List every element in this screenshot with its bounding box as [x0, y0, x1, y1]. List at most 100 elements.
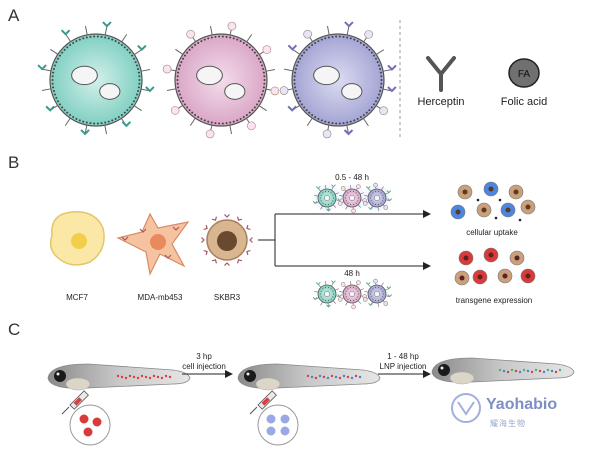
lipid-head	[108, 37, 110, 39]
watermark-sub: 耀海生物	[490, 418, 526, 429]
peg-spike	[42, 89, 51, 91]
peg-spike	[85, 26, 87, 35]
fish-cell-spot	[307, 375, 309, 377]
lipid-head	[79, 39, 81, 41]
peg-spike	[368, 284, 371, 287]
lipid-head	[314, 42, 316, 44]
cell-label-skbr3: SKBR3	[214, 293, 240, 302]
mrna-core	[342, 84, 362, 100]
mrna-core	[72, 66, 98, 84]
lipid-head	[126, 49, 128, 51]
lipid-head	[200, 40, 202, 42]
lipid-head	[129, 106, 131, 108]
peg-spike	[376, 50, 384, 55]
lipid-head	[233, 121, 235, 123]
lipid-head	[346, 200, 347, 201]
herceptin-ligand	[288, 45, 296, 49]
lipid-head	[322, 299, 323, 300]
watermark-brand: Yaohabio	[486, 396, 557, 414]
lipid-head	[371, 291, 372, 292]
panel-label-a: A	[8, 6, 19, 26]
lipid-head	[178, 68, 180, 70]
lipid-head	[320, 294, 321, 295]
dish-red-cell	[93, 418, 102, 427]
lipid-head	[72, 116, 74, 118]
folic-acid-ligand	[171, 106, 179, 114]
lipid-head	[55, 61, 57, 63]
lipid-head	[311, 114, 313, 116]
cell-label-mda-mb453: MDA-mb453	[138, 293, 183, 302]
lipid-head	[131, 103, 133, 105]
peg-spike	[318, 284, 321, 287]
lipid-head	[226, 36, 228, 38]
lipid-head	[138, 72, 140, 74]
lipid-head	[339, 36, 341, 38]
peg-spike	[42, 69, 51, 71]
lipid-head	[325, 191, 326, 192]
lipid-head	[101, 36, 103, 38]
lipid-head	[138, 83, 140, 85]
lipid-head	[263, 75, 265, 77]
fish-cell-spot	[137, 377, 139, 379]
fish-cell-spot	[141, 375, 143, 377]
herceptin-ligand	[387, 287, 391, 289]
peg-spike	[292, 49, 299, 54]
lipid-head	[380, 86, 382, 88]
folic-acid-icon: FA	[509, 59, 539, 87]
folic-acid-ligand	[351, 209, 355, 213]
lipid-head	[331, 36, 333, 38]
lipid-head	[331, 192, 332, 193]
fish-cell-spot	[157, 376, 159, 378]
lipid-head	[360, 116, 362, 118]
lipid-head	[321, 200, 322, 201]
uptake-cell-nucleus	[514, 190, 519, 195]
peg-spike	[385, 289, 389, 291]
herceptin-ligand	[366, 282, 370, 284]
lipid-head	[177, 75, 179, 77]
lipid-head	[358, 198, 359, 199]
lipid-head	[382, 296, 383, 297]
lipid-head	[311, 44, 313, 46]
lipid-head	[118, 42, 120, 44]
lipid-head	[177, 79, 179, 81]
lipid-head	[328, 300, 329, 301]
lipid-head	[136, 93, 138, 95]
lipid-head	[368, 109, 370, 111]
lipid-head	[256, 103, 258, 105]
expression-cell-nucleus	[515, 256, 520, 261]
peg-spike	[321, 302, 323, 305]
folic-acid-ligand	[365, 30, 373, 38]
lipid-head	[377, 97, 379, 99]
lipid-head	[346, 291, 347, 292]
lipid-head	[251, 109, 253, 111]
lipid-head	[264, 79, 266, 81]
fish-cell-spot	[117, 375, 119, 377]
folic-acid-ligand	[374, 183, 378, 187]
lipid-head	[177, 83, 179, 85]
peg-spike	[364, 291, 368, 292]
lipid-head	[222, 122, 224, 124]
lipid-head	[357, 195, 358, 196]
lipid-head	[262, 90, 264, 92]
peg-spike	[307, 118, 312, 125]
peg-spike	[105, 125, 107, 134]
herceptin-ligand	[62, 30, 70, 34]
lipid-head	[180, 61, 182, 63]
lipid-head	[378, 93, 380, 95]
fish-cell-spot	[519, 371, 521, 373]
lipid-head	[243, 42, 245, 44]
herceptin-ligand	[288, 106, 296, 110]
lipid-head	[182, 58, 184, 60]
lipid-head	[377, 61, 379, 63]
lipid-head	[317, 40, 319, 42]
lipid-head	[333, 294, 334, 295]
expression-cell-nucleus	[460, 276, 465, 281]
lipid-head	[328, 122, 330, 124]
peg-spike	[346, 302, 348, 305]
lipid-head	[371, 52, 373, 54]
lipid-head	[372, 203, 373, 204]
mrna-core	[374, 195, 379, 200]
lipid-head	[295, 68, 297, 70]
peg-spike	[331, 283, 333, 286]
lipid-head	[69, 114, 71, 116]
